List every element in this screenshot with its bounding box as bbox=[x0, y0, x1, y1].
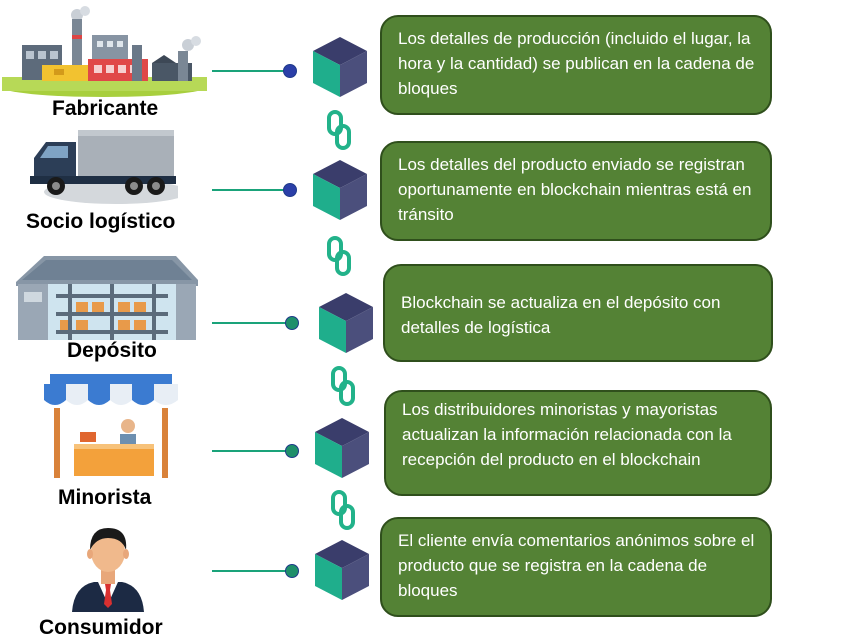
connector-dot bbox=[283, 183, 297, 197]
stage-description-consumidor: El cliente envía comentarios anónimos so… bbox=[380, 517, 772, 617]
stage-label-deposito: Depósito bbox=[67, 339, 157, 362]
connector-line bbox=[212, 322, 288, 324]
connector-dot bbox=[285, 444, 299, 458]
stage-description-deposito: Blockchain se actualiza en el depósito c… bbox=[383, 264, 773, 362]
consumer-icon bbox=[68, 520, 148, 612]
block-cube-icon bbox=[315, 540, 369, 600]
connector-line bbox=[212, 189, 288, 191]
stage-label-socio-logistico: Socio logístico bbox=[26, 210, 176, 233]
stage-description-fabricante: Los detalles de producción (incluido el … bbox=[380, 15, 772, 115]
chain-link-icon bbox=[326, 236, 352, 276]
stage-label-fabricante: Fabricante bbox=[52, 97, 159, 120]
factory-icon bbox=[2, 5, 207, 97]
connector-dot bbox=[285, 316, 299, 330]
connector-dot bbox=[285, 564, 299, 578]
block-cube-icon bbox=[313, 37, 367, 97]
connector-line bbox=[212, 570, 288, 572]
stage-label-minorista: Minorista bbox=[58, 486, 152, 509]
truck-icon bbox=[28, 128, 178, 208]
connector-line bbox=[212, 70, 288, 72]
block-cube-icon bbox=[315, 418, 369, 478]
chain-link-icon bbox=[330, 366, 356, 406]
stage-description-minorista: Los distribuidores minoristas y mayorist… bbox=[384, 390, 772, 496]
chain-link-icon bbox=[330, 490, 356, 530]
stage-description-socio-logistico: Los detalles del producto enviado se reg… bbox=[380, 141, 772, 241]
store-icon bbox=[42, 374, 180, 478]
block-cube-icon bbox=[319, 293, 373, 353]
connector-line bbox=[212, 450, 288, 452]
connector-dot bbox=[283, 64, 297, 78]
block-cube-icon bbox=[313, 160, 367, 220]
chain-link-icon bbox=[326, 110, 352, 150]
stage-label-consumidor: Consumidor bbox=[39, 616, 163, 639]
warehouse-icon bbox=[16, 250, 198, 342]
